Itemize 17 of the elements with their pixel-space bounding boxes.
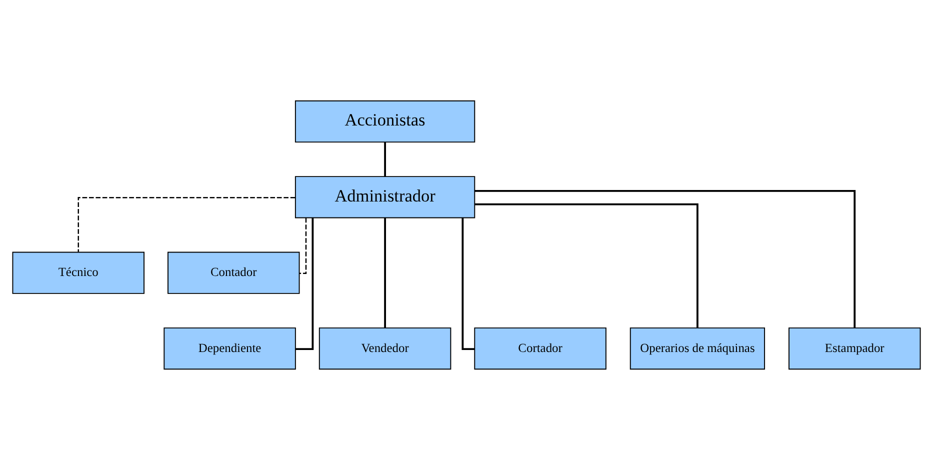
connector <box>474 190 856 328</box>
node-box: Operarios de máquinas <box>630 327 766 370</box>
connector <box>299 218 307 274</box>
connector <box>296 218 314 350</box>
node-box: Vendedor <box>318 327 452 370</box>
connector <box>78 197 296 252</box>
node-box: Técnico <box>12 252 144 294</box>
node-box: Estampador <box>788 327 921 370</box>
node-box: Cortador <box>474 327 606 370</box>
node-box: Contador <box>168 252 300 294</box>
connector <box>384 218 386 328</box>
node-box: Administrador <box>294 176 476 218</box>
node-box: Dependiente <box>164 327 296 370</box>
connector <box>475 203 698 328</box>
node-box: Accionistas <box>294 100 476 143</box>
connector <box>462 218 474 350</box>
connector <box>384 142 386 176</box>
